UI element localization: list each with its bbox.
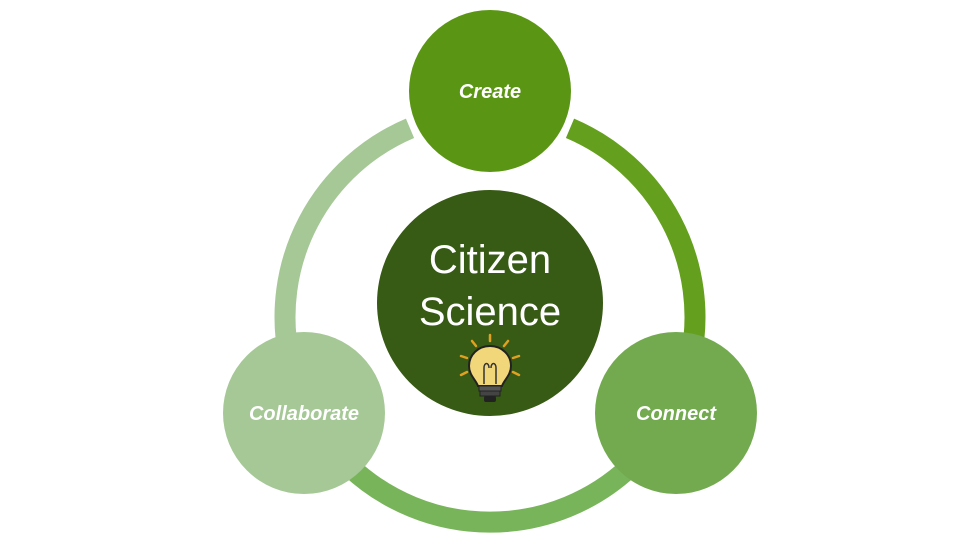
connect-label: Connect [636, 403, 717, 425]
lightbulb-icon [459, 333, 521, 402]
center-title-line1: Citizen [429, 238, 551, 282]
arc-connect-to-collaborate [342, 459, 638, 533]
collaborate-node: Collaborate [223, 332, 385, 494]
arc-create-to-connect [565, 118, 706, 360]
collaborate-label: Collaborate [249, 403, 359, 425]
center-circle [377, 190, 603, 416]
center-title-line2: Science [419, 290, 561, 334]
create-node: Create [409, 10, 571, 172]
connect-node: Connect [595, 332, 757, 494]
arc-collaborate-to-create [274, 118, 415, 360]
create-label: Create [459, 81, 521, 103]
